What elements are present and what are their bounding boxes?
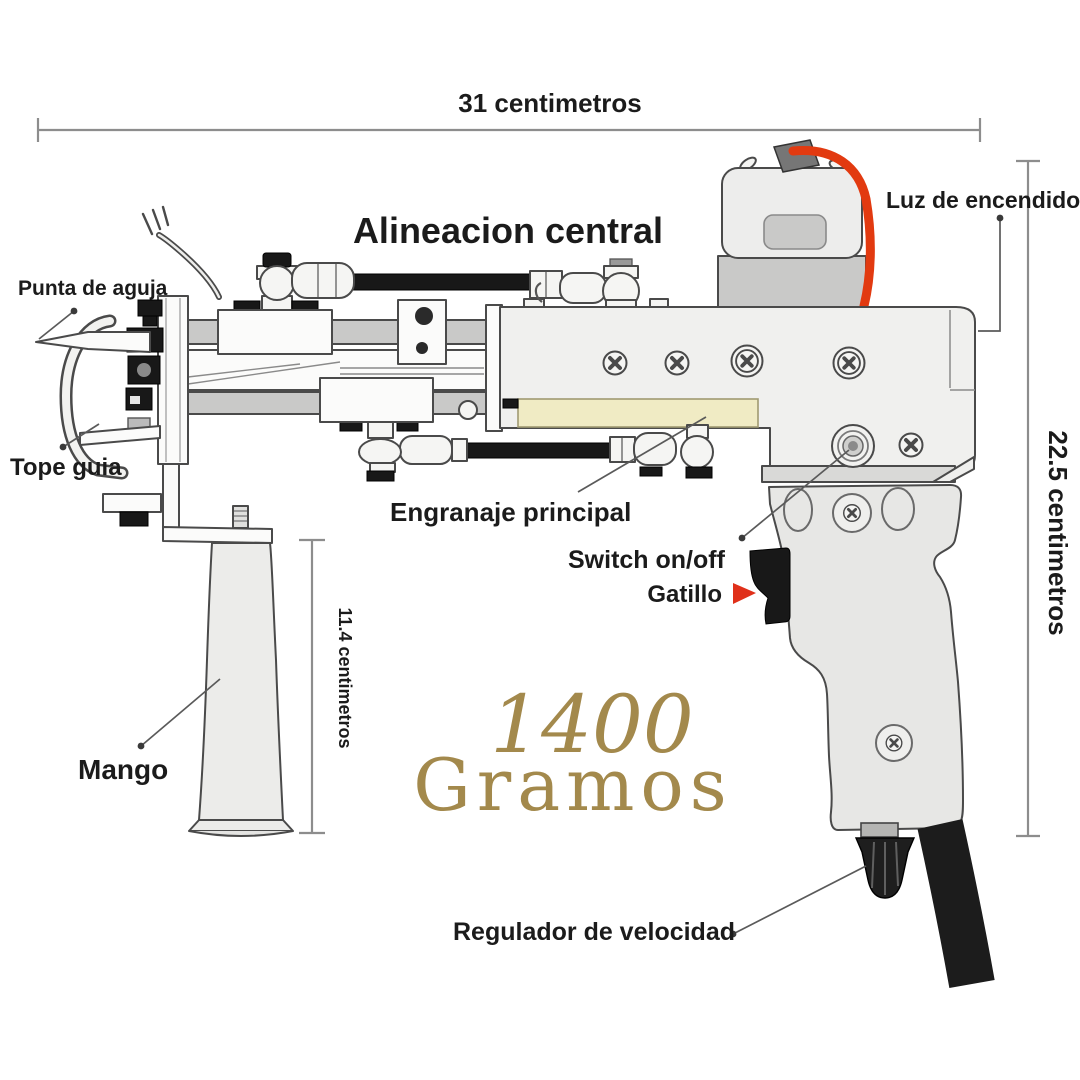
label-main-gear: Engranaje principal [390, 497, 631, 527]
speed-regulator [854, 819, 995, 989]
label-handle: Mango [78, 754, 168, 785]
needle [35, 331, 151, 353]
power-wire [788, 145, 875, 311]
leader-lines [38, 214, 1004, 938]
lower-linkage [358, 421, 714, 482]
width-measure-line [36, 118, 982, 142]
handle-measure-line [299, 538, 325, 835]
weight-value: 1400 [490, 678, 694, 771]
handle [162, 505, 294, 837]
label-trigger: Gatillo [647, 581, 722, 608]
trigger [749, 547, 791, 625]
label-top-width: 31 centimetros [458, 88, 642, 118]
height-measure-line [1016, 159, 1040, 838]
label-side-height: 22.5 centimetros [1043, 430, 1073, 635]
power-cable [917, 819, 995, 989]
label-power-light: Luz de encendido [886, 187, 1080, 213]
motor [717, 139, 875, 311]
trigger-arrow-icon [733, 583, 756, 604]
gear-strip [517, 398, 759, 428]
label-handle-height: 11.4 centimetros [335, 607, 355, 748]
body-screws [601, 344, 925, 468]
label-switch: Switch on/off [568, 546, 726, 574]
label-central-alignment: Alineacion central [353, 210, 663, 251]
pistol-grip [768, 484, 964, 831]
label-speed-regulator: Regulador de velocidad [453, 918, 735, 946]
label-guide-stop: Tope guia [10, 454, 122, 481]
weight-unit: Gramos [413, 743, 732, 827]
needle-carriage [182, 299, 503, 432]
label-needle-tip: Punta de aguja [18, 277, 168, 300]
power-switch [831, 424, 875, 468]
machine-illustration [35, 139, 995, 989]
yarn-fork [141, 205, 222, 300]
upper-linkage [256, 252, 669, 318]
